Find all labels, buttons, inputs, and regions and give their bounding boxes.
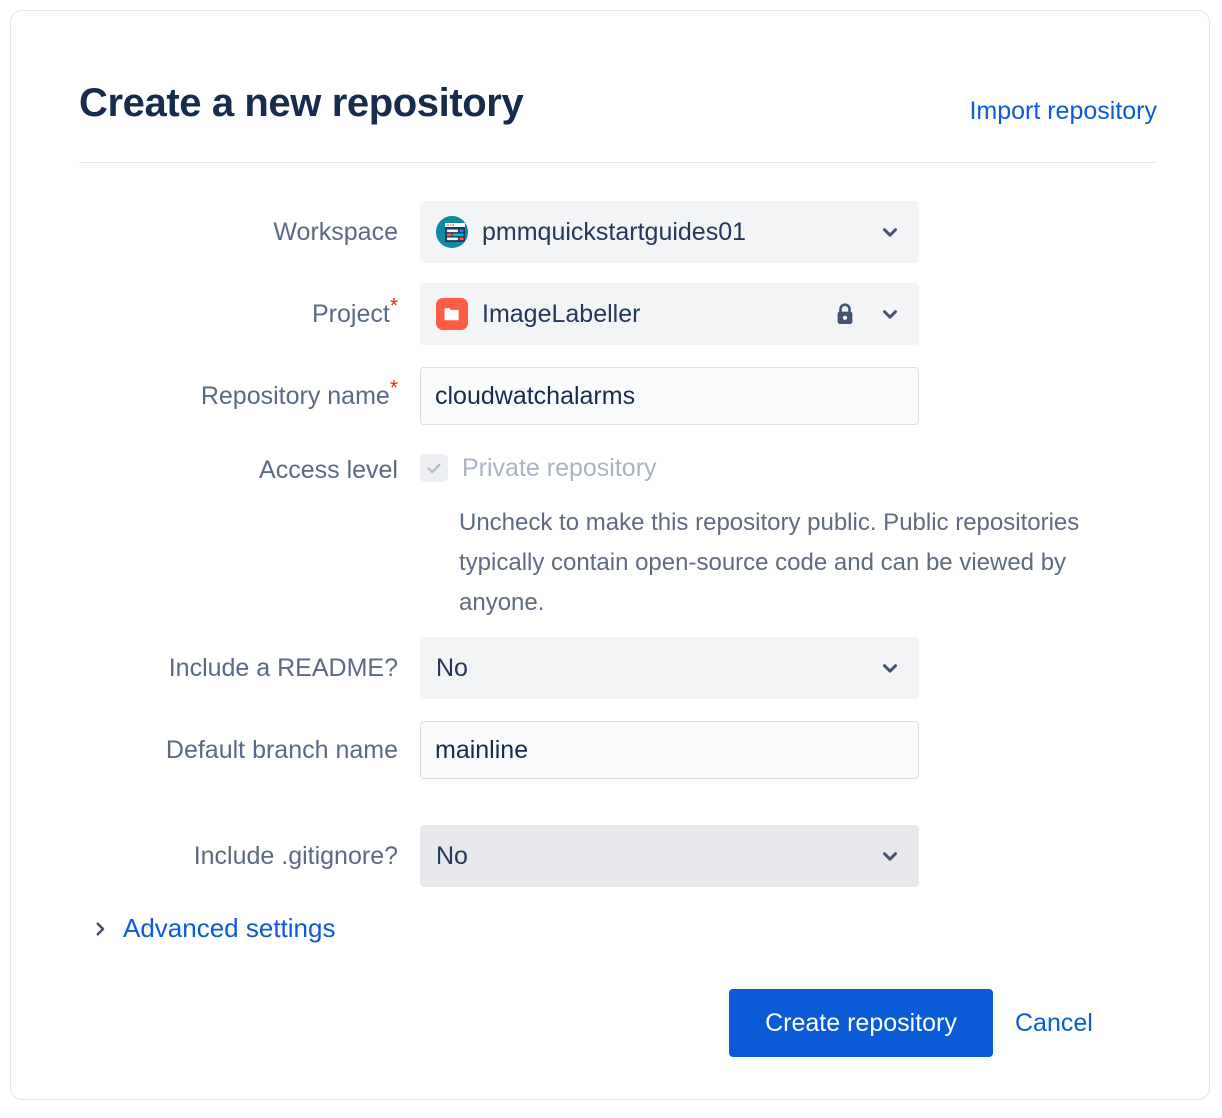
repository-name-label-text: Repository name <box>200 382 390 410</box>
create-repository-card: Create a new repository Import repositor… <box>10 10 1210 1100</box>
include-gitignore-select[interactable]: No <box>420 825 919 887</box>
chevron-down-icon <box>879 221 901 243</box>
include-readme-field: No <box>420 637 919 699</box>
lock-icon <box>833 301 857 327</box>
import-repository-link[interactable]: Import repository <box>969 97 1157 125</box>
advanced-settings-label: Advanced settings <box>123 913 336 943</box>
project-row: Project* ImageLabeller <box>11 283 1209 345</box>
project-value: ImageLabeller <box>482 299 641 328</box>
folder-icon <box>436 298 468 330</box>
access-level-helper-text: Uncheck to make this repository public. … <box>459 509 1080 616</box>
access-level-label: Access level <box>259 456 398 484</box>
create-repository-button[interactable]: Create repository <box>729 989 993 1057</box>
repository-form: Workspace <box>11 201 1209 963</box>
repository-name-label: Repository name* <box>71 376 398 413</box>
repository-name-field: cloudwatchalarms <box>420 367 919 425</box>
project-label-text: Project <box>312 300 390 328</box>
workspace-row: Workspace <box>11 201 1209 263</box>
advanced-settings-toggle[interactable]: Advanced settings <box>91 913 335 944</box>
workspace-value: pmmquickstartguides01 <box>482 217 747 246</box>
private-repository-label: Private repository <box>462 453 657 482</box>
include-gitignore-value: No <box>436 841 468 870</box>
include-readme-select[interactable]: No <box>420 637 919 699</box>
default-branch-input[interactable]: mainline <box>420 721 919 779</box>
include-readme-label: Include a README? <box>168 654 398 682</box>
repository-name-required-asterisk: * <box>389 376 398 400</box>
private-repository-checkbox-row[interactable]: Private repository <box>420 451 657 485</box>
default-branch-field: mainline <box>420 721 919 779</box>
repository-name-input[interactable]: cloudwatchalarms <box>420 367 919 425</box>
advanced-settings-row: Advanced settings <box>11 913 1209 963</box>
private-repository-checkbox[interactable] <box>420 454 448 482</box>
chevron-down-icon <box>879 657 901 679</box>
workspace-label: Workspace <box>273 218 398 246</box>
chevron-right-icon <box>91 920 109 938</box>
workspace-select[interactable]: pmmquickstartguides01 <box>420 201 919 263</box>
project-label: Project* <box>71 294 398 331</box>
include-readme-row: Include a README? No <box>11 637 1209 699</box>
project-field: ImageLabeller <box>420 283 919 345</box>
chevron-down-icon <box>879 845 901 867</box>
default-branch-row: Default branch name mainline <box>11 721 1209 821</box>
repository-name-value: cloudwatchalarms <box>435 381 636 410</box>
include-gitignore-field: No <box>420 825 919 887</box>
page-title: Create a new repository <box>79 81 524 125</box>
card-header: Create a new repository Import repositor… <box>79 71 1157 163</box>
check-icon <box>427 463 441 474</box>
include-gitignore-row: Include .gitignore? No <box>11 825 1209 887</box>
default-branch-label: Default branch name <box>165 736 398 764</box>
cancel-button[interactable]: Cancel <box>1015 989 1093 1057</box>
default-branch-value: mainline <box>435 735 529 764</box>
chevron-down-icon <box>879 303 901 325</box>
workspace-avatar-icon <box>436 216 468 248</box>
repository-name-row: Repository name* cloudwatchalarms <box>11 367 1209 425</box>
include-readme-value: No <box>436 653 468 682</box>
project-required-asterisk: * <box>389 294 398 318</box>
card-footer: Create repository Cancel <box>11 989 1209 1059</box>
project-select[interactable]: ImageLabeller <box>420 283 919 345</box>
access-level-row: Access level Private repository Uncheck … <box>11 451 1209 631</box>
workspace-field: pmmquickstartguides01 <box>420 201 919 263</box>
include-gitignore-label: Include .gitignore? <box>193 842 398 870</box>
